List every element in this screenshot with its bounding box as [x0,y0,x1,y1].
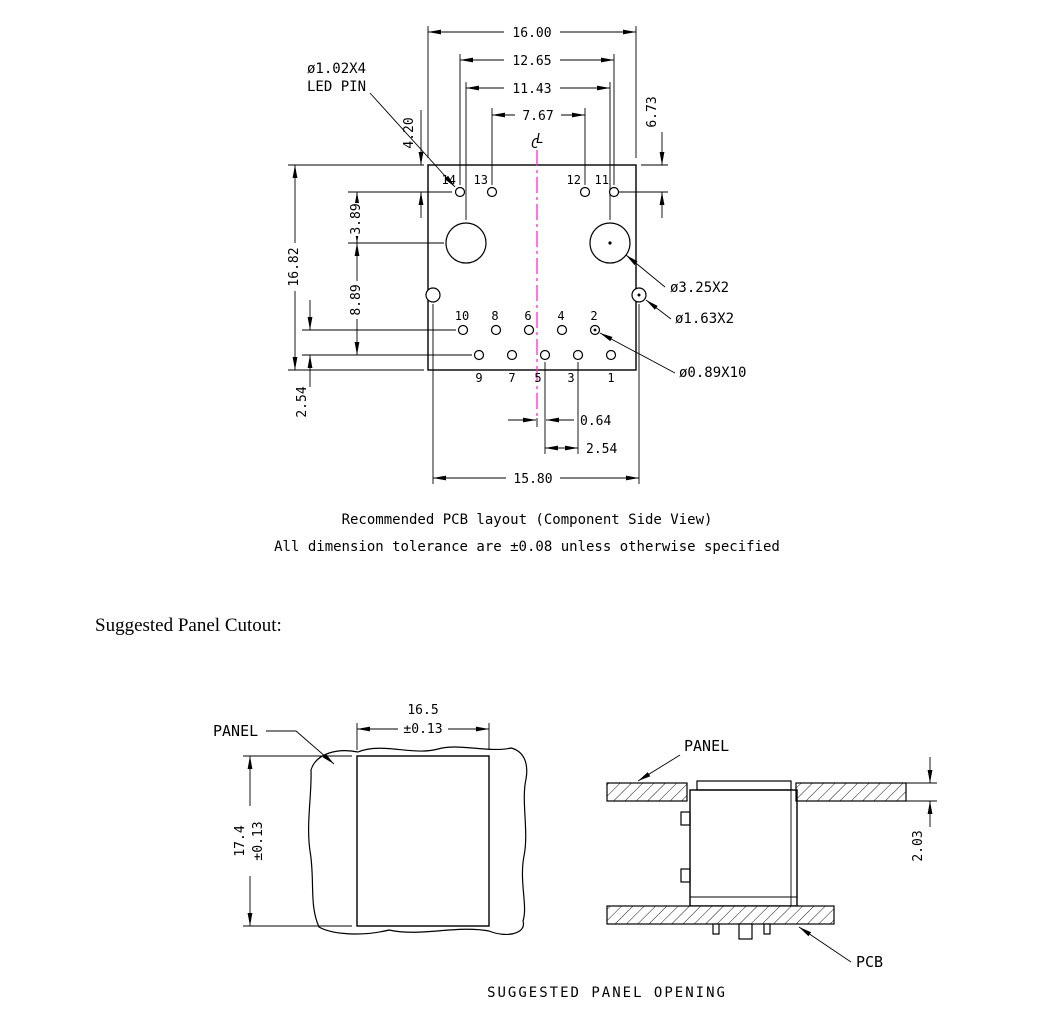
dim-cutout-height-tol: ±0.13 [251,821,266,860]
callout-post-hole: ø3.25X2 [670,280,729,296]
pin-number: 3 [567,371,574,385]
dim-top-to-post: 6.73 [645,96,660,127]
pin-pad [608,186,620,198]
pin-pad [523,324,535,336]
dim-top-to-led: 4.20 [402,117,417,148]
centerline-symbol: C L [531,132,544,152]
centerline-symbol-l: L [536,132,544,147]
component-body-outline [427,164,637,371]
panel-side-view: 2.03 PANEL PCB SUGGESTED PANEL OPENING [487,737,937,1001]
dim-led-to-post: 3.89 [349,203,364,234]
dim-inner-span: 7.67 [522,109,553,124]
callout-led-pin-line1: ø1.02X4 [307,61,366,77]
pin-pad [506,349,518,361]
dim-cutout-height: 17.4 [233,825,248,856]
dim-cutout-width: 16.5 [407,703,438,718]
panel-section-right [795,782,907,802]
leader-line [637,754,681,782]
pin-pad [457,324,469,336]
connector-shell [689,789,798,907]
pin-number: 11 [595,173,609,187]
dim-overall-height: 16.82 [287,247,302,286]
dim-text-backing [235,806,267,876]
pin-stub [763,923,771,935]
pin-number: 7 [508,371,515,385]
centerline-symbol-c: C [531,137,539,152]
pin-pad [486,186,498,198]
upper-signal-pin-row: 10 8 6 4 2 [455,309,601,336]
callout-side-hole: ø1.63X2 [675,311,734,327]
leader-line [599,332,676,374]
panel-cutout-heading: Suggested Panel Cutout: [95,615,282,636]
pcb-caption-tolerance: All dimension tolerance are ±0.08 unless… [274,539,780,555]
pin-pad [454,186,466,198]
pin-number: 9 [475,371,482,385]
pin-number: 8 [491,309,498,323]
pin-pad [605,349,617,361]
hole-center-dot [593,328,597,332]
pin-pad [556,324,568,336]
pin-stub [712,923,720,935]
pin-number: 13 [474,173,488,187]
dim-hole-span: 15.80 [513,472,552,487]
dim-pin-pitch: 2.54 [586,442,617,457]
pin-number: 12 [567,173,581,187]
panel-section-left [606,782,688,802]
extension-lines [288,26,668,484]
pin-pad [539,349,551,361]
dim-post-span: 11.43 [512,82,551,97]
side-view-extension-lines [906,782,937,802]
pin-pad [572,349,584,361]
pin-number: 5 [534,371,541,385]
dim-text-backings [288,24,561,486]
hole-center-dot [608,241,612,245]
callout-pin-hole: ø0.89X10 [679,365,746,381]
panel-front-view: 16.5 ±0.13 17.4 ±0.13 PANEL [213,703,528,935]
pin-number: 1 [607,371,614,385]
side-hole-left [425,287,441,303]
pcb-caption-title: Recommended PCB layout (Component Side V… [342,512,713,528]
pin-pad [473,349,485,361]
led-pin-row: 14 13 12 11 [442,173,620,198]
pcb-section [606,905,835,925]
dim-center-offset: 0.64 [580,414,611,429]
panel-label-front: PANEL [213,722,258,740]
pin-pad [579,186,591,198]
shell-latch [680,868,691,883]
dim-overall-width: 16.00 [512,26,551,41]
pcb-label-side: PCB [856,953,883,971]
dim-led-span: 12.65 [512,54,551,69]
callout-led-pin-line2: LED PIN [307,79,366,95]
front-view-extension-lines [243,723,490,927]
cutout-rect [356,755,490,927]
pin-number: 6 [524,309,531,323]
leader-line [369,92,456,188]
dim-text-backing [398,721,448,736]
leader-line [798,926,852,963]
leader-line [266,730,335,765]
connector-lip [696,780,792,791]
leader-line [645,299,672,320]
pin-number: 10 [455,309,469,323]
panel-torn-outline [308,746,528,935]
hole-center-dot [637,293,641,297]
dim-row-gap: 2.54 [295,386,310,417]
pin-number: 4 [557,309,564,323]
dim-cutout-width-tol: ±0.13 [403,722,442,737]
dim-panel-thickness: 2.03 [911,830,926,861]
leader-line [625,254,666,288]
panel-label-side: PANEL [684,737,729,755]
lower-signal-pin-row: 9 7 5 3 1 [473,349,617,385]
dim-post-to-row: 8.89 [349,284,364,315]
pin-stub [738,923,753,940]
pin-number: 2 [590,309,597,323]
shell-latch [680,811,691,826]
pcb-layout-drawing: C L [274,24,780,555]
pin-pad [490,324,502,336]
mounting-post-hole-left [445,222,487,264]
panel-opening-caption: SUGGESTED PANEL OPENING [487,985,727,1001]
